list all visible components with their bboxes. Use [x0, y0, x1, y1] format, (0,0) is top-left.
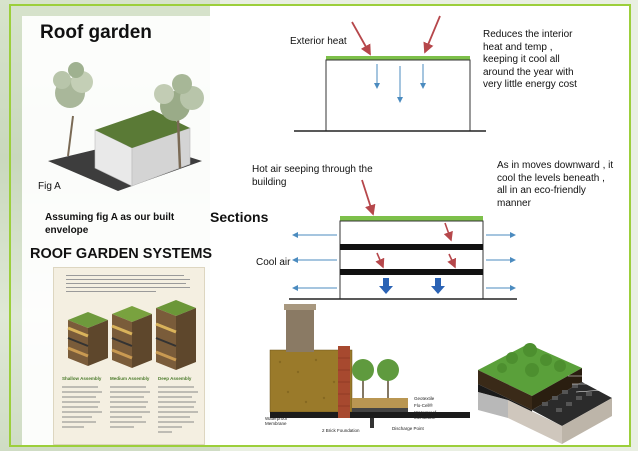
bottom-building-box: [339, 220, 484, 300]
systems-chart: Shallow Assembly Medium Assembly Deep As…: [53, 267, 205, 445]
green-frame: [9, 4, 631, 447]
label-discharge-point: Discharge Point: [392, 426, 424, 431]
label-waterproof-membrane: Waterproof Membrane: [265, 416, 288, 426]
floor-slab-1: [340, 244, 483, 250]
deck-layer: [478, 392, 508, 418]
tree-trunk: [286, 306, 314, 352]
chart-layer-lists: [62, 386, 198, 433]
top-section-diagram: [294, 15, 486, 132]
label-waterproof-membrane-right: Waterproof Membrane: [414, 410, 437, 420]
fig-caption: Fig A: [38, 181, 61, 192]
assembly-blocks: [67, 300, 196, 370]
cool-air-down-arrow-1: [379, 278, 393, 294]
hot-arrow-2: [375, 252, 385, 269]
hot-arrow-3: [447, 253, 457, 269]
top-building-box: [325, 59, 471, 132]
bottom-section-diagram: [289, 179, 517, 300]
air-moves-text: As in moves downward , it cool the level…: [497, 160, 614, 209]
cool-air-label: Cool air: [256, 257, 291, 268]
heat-arrow-right: [423, 15, 441, 54]
hot-arrow-1: [443, 222, 453, 242]
hot-air-label: Hot air seeping through the building: [252, 164, 373, 188]
waterproof-membrane-layer: [270, 412, 470, 418]
floor-slab-2: [340, 269, 483, 275]
roof-buildup-3d: [478, 343, 612, 444]
soil-layer: [478, 370, 532, 410]
label-brick-foundation: 2 Brick Foundation: [322, 428, 360, 433]
bottom-roof-garden-layer: [340, 216, 483, 221]
assumption-text: Assuming fig A as our built envelope: [45, 212, 175, 236]
page-title: Roof garden: [40, 22, 152, 43]
benefit-text: Reduces the interior heat and temp , kee…: [483, 29, 577, 90]
top-roof-garden-layer: [326, 56, 470, 60]
label-geotextile: Geotextile: [414, 396, 435, 401]
label-drain-cell: Flo-Cell®: [414, 403, 433, 408]
column-medium: Medium Assembly: [110, 376, 150, 381]
systems-heading: ROOF GARDEN SYSTEMS: [30, 246, 213, 262]
exterior-heat-label: Exterior heat: [290, 36, 347, 47]
column-shallow: Shallow Assembly: [62, 376, 102, 381]
hot-arrow-top: [361, 179, 376, 216]
column-deep: Deep Assembly: [158, 376, 192, 381]
cool-air-down-arrow-2: [431, 278, 445, 294]
roof-garden-detail-drawing: [269, 304, 470, 428]
chart-description: [66, 272, 192, 295]
heat-arrow-left: [351, 21, 371, 56]
fig-a-illustration: [48, 62, 204, 191]
sections-heading: Sections: [210, 209, 269, 225]
discharge-pipe: [370, 418, 374, 428]
